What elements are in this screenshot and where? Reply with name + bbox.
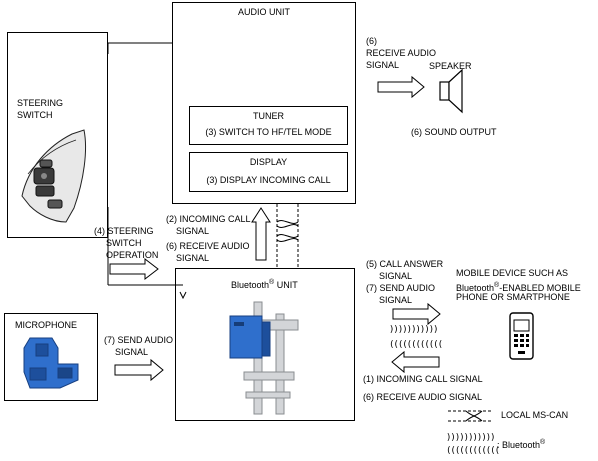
speaker-icon [439,68,463,114]
display-detail: (3) DISPLAY INCOMING CALL [206,175,331,185]
steering-operation-line1: (4) STEERING [94,226,154,236]
bluetooth-unit-title: Bluetooth® UNIT [231,277,298,291]
incoming-call-signal-label: (1) INCOMING CALL SIGNAL [363,374,483,384]
sound-output-label: (6) SOUND OUTPUT [411,127,497,137]
receive-audio-signal-bottom: (6) RECEIVE AUDIO SIGNAL [363,392,483,402]
incoming-call-line1: (2) INCOMING CALL [166,214,251,224]
steering-operation-line3: OPERATION [106,250,159,260]
bluetooth-unit-illustration [229,301,299,415]
mobile-device-line3: PHONE OR SMARTPHONE [456,292,570,302]
send-audio-right-line2: SIGNAL [379,295,413,305]
microphone-illustration [23,337,79,389]
receive-audio-mid-line1: (6) RECEIVE AUDIO [166,241,250,251]
mobile-device-reg: ® [494,282,500,289]
legend-bt-waves-in: (((((((((((( [446,446,500,456]
incoming-call-line2: SIGNAL [176,226,210,236]
audio-unit-title: AUDIO UNIT [237,7,290,17]
legend-bluetooth-text: : Bluetooth [497,440,541,450]
receive-audio-mid-line2: SIGNAL [176,253,210,263]
tuner-title: TUNER [253,111,284,121]
call-answer-line2: SIGNAL [379,271,413,281]
legend-bluetooth: : Bluetooth® [497,437,545,451]
arrow-bluetooth-to-audio [251,207,271,261]
steering-to-audio-line [107,38,183,54]
receive-audio-top-3: SIGNAL [366,60,400,70]
receive-audio-top-2: RECEIVE AUDIO [366,48,437,58]
steering-switch-label-1: STEERING [17,98,64,108]
arrow-bluetooth-to-mobile [392,302,441,326]
display-title: DISPLAY [249,157,288,167]
mobile-device-line2: Bluetooth®-ENABLED MOBILE [456,280,581,294]
microphone-label: MICROPHONE [15,320,78,330]
bt-waves-in: (((((((((((( [389,340,443,350]
legend-bt-waves-out: ))))))))))) [446,433,496,443]
mobile-phone-icon [509,312,534,360]
send-audio-right-line1: (7) SEND AUDIO [366,283,436,293]
bluetooth-unit-reg: ® [269,279,275,286]
mic-send-audio-line1: (7) SEND AUDIO [104,335,174,345]
steering-switch-illustration [21,129,87,223]
legend-local-ms-can: LOCAL MS-CAN [501,410,569,420]
call-answer-line1: (5) CALL ANSWER [366,259,444,269]
receive-audio-top-1: (6) [366,36,377,46]
bluetooth-unit-title-prefix: Bluetooth [231,280,270,290]
arrow-audio-to-speaker [377,75,425,99]
mic-send-audio-line2: SIGNAL [115,347,149,357]
bluetooth-unit-box [175,268,355,421]
mobile-device-line1: MOBILE DEVICE SUCH AS [456,268,569,278]
arrow-steering-to-bluetooth [109,257,159,281]
mobile-device-bluetooth: Bluetooth [456,283,495,293]
mobile-device-line2-suffix: -ENABLED MOBILE [499,283,581,293]
arrow-mobile-to-bluetooth [391,350,440,374]
steering-operation-line2: SWITCH [106,238,142,248]
display-box [189,152,348,192]
legend-bluetooth-reg: ® [540,439,546,446]
steering-switch-box [7,32,108,238]
steering-to-bluetooth-line [107,207,187,300]
legend-ms-can-symbol [448,410,492,422]
tuner-detail: (3) SWITCH TO HF/TEL MODE [205,127,332,137]
arrow-mic-to-bluetooth [114,358,164,382]
bluetooth-unit-title-suffix: UNIT [274,280,298,290]
speaker-label: SPEAKER [429,61,472,71]
tuner-box [189,106,348,145]
microphone-box [4,313,98,401]
can-link [276,204,299,268]
steering-switch-label-2: SWITCH [17,110,53,120]
bt-waves-out: ))))))))))) [389,325,439,335]
